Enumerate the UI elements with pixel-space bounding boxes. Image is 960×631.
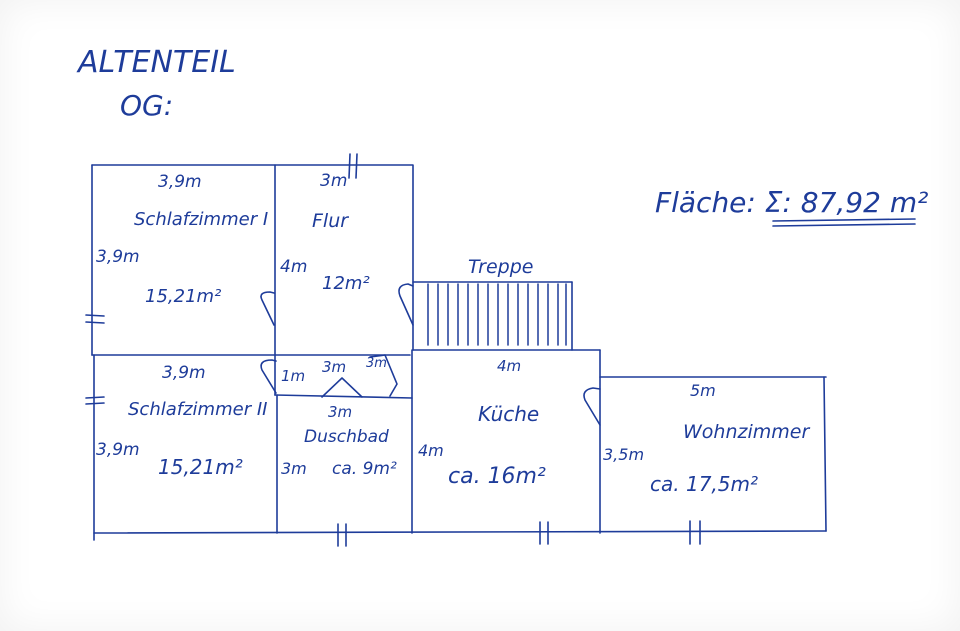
treppe-label: Treppe [468,256,533,278]
bad-width: 3m [328,403,352,421]
bad-area: ca. 9m² [332,459,397,479]
total-area-underline-2 [772,223,916,227]
kueche-width: 4m [497,357,521,375]
flur-width: 3m [320,171,347,191]
passage-width-3: 3m [366,356,387,371]
sz1-width: 3,9m [158,172,202,192]
door-passage [369,354,398,397]
flur-name: Flur [312,210,349,232]
wohn-height: 3,5m [603,445,644,464]
plan-title: ALTENTEIL [76,45,236,80]
door-bad [321,377,363,398]
sz1-name: Schlafzimmer I [134,209,268,230]
sz1-area: 15,21m² [145,286,221,307]
bad-name: Duschbad [304,427,389,447]
passage-width-2: 3m [322,358,346,376]
flur-area: 12m² [322,273,370,294]
kueche-area: ca. 16m² [448,464,546,489]
stair-treads [427,283,567,346]
door-kueche [583,387,601,426]
window-marks [85,153,701,547]
door-flur [398,283,414,326]
wohn-area: ca. 17,5m² [650,472,758,496]
total-area-label: Fläche: Σ: 87,92 m² [655,186,928,219]
sz2-width: 3,9m [162,363,206,383]
sz1-height: 3,9m [96,247,140,267]
floor-label: OG: [120,89,173,122]
wohn-name: Wohnzimmer [683,421,810,443]
sz2-name: Schlafzimmer II [128,399,267,420]
passage-width-1: 1m [281,367,305,385]
kueche-height: 4m [418,441,444,460]
walls [91,164,827,541]
bad-height: 3m [281,459,307,478]
sz2-height: 3,9m [96,440,140,460]
sz2-area: 15,21m² [158,455,243,479]
flur-height: 4m [280,257,307,277]
wohn-width: 5m [690,381,716,400]
door-sz1 [260,291,275,326]
total-area-underline-1 [772,218,916,222]
kueche-name: Küche [478,402,539,426]
door-sz2 [260,359,277,394]
door-swings [260,283,601,426]
